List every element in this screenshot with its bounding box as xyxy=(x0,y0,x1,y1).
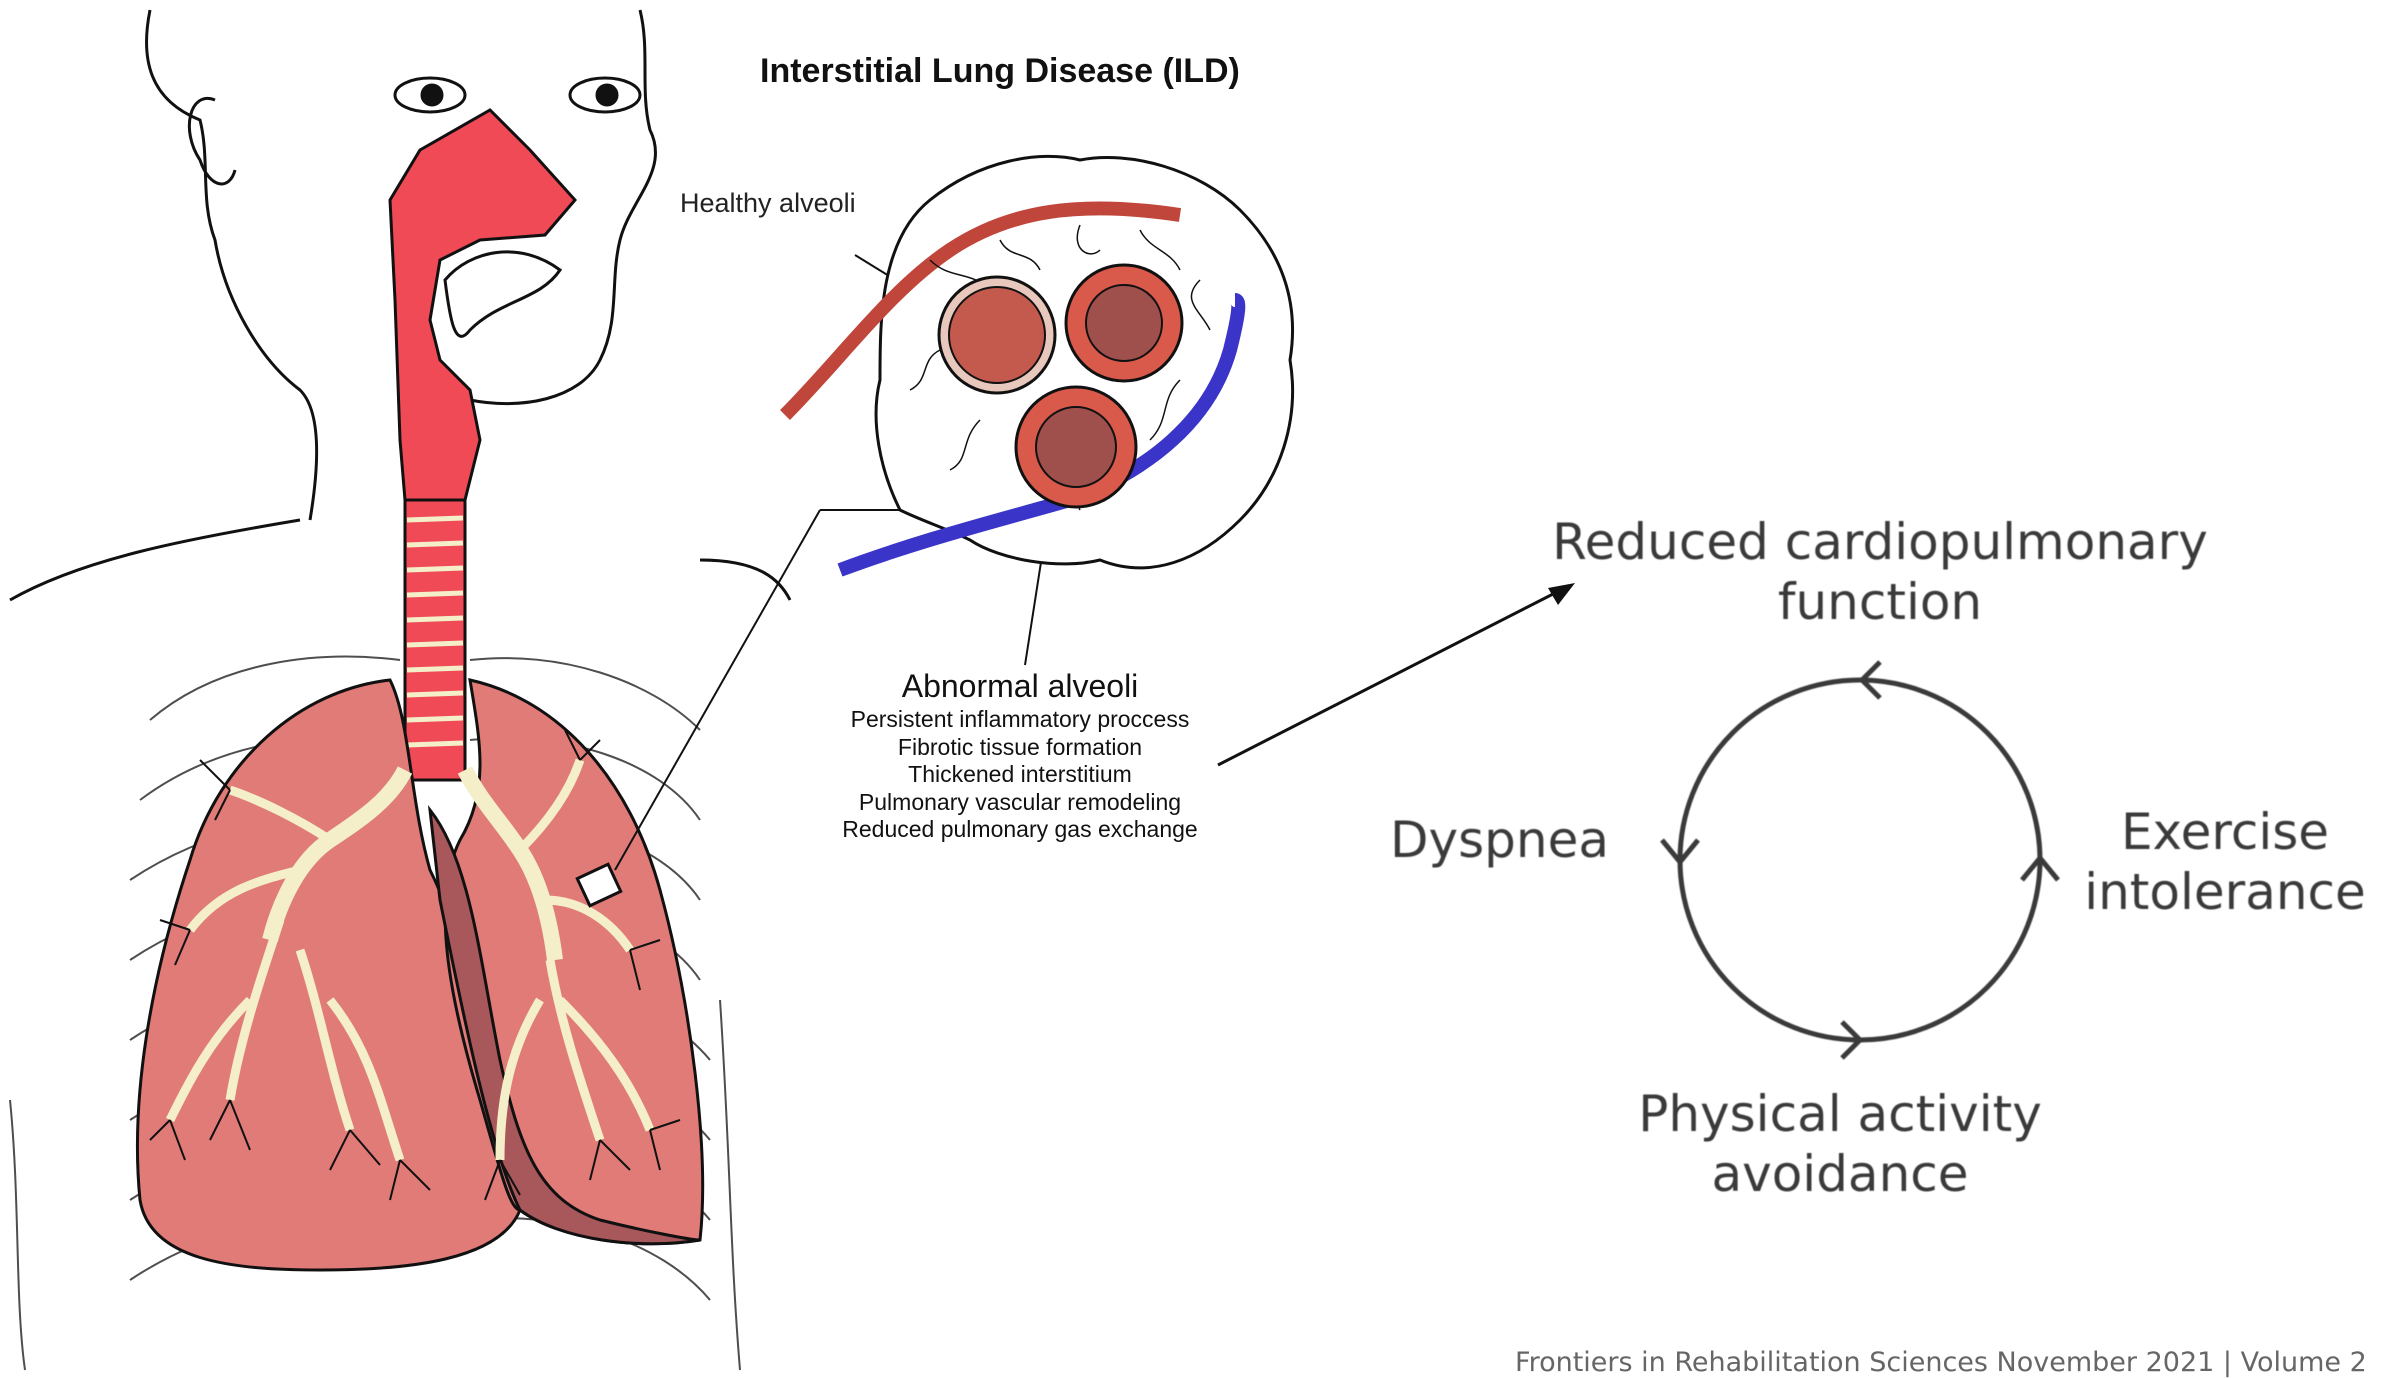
healthy-alveolus xyxy=(939,277,1055,393)
abnormal-alveoli-label: Abnormal alveoli xyxy=(810,668,1230,705)
alveoli-cluster xyxy=(785,156,1293,570)
abnormal-feature: Reduced pulmonary gas exchange xyxy=(790,816,1250,844)
cycle-label-top: Reduced cardiopulmonary function xyxy=(1500,512,2260,632)
cycle-label-bottom: Physical activity avoidance xyxy=(1560,1084,2120,1204)
abnormal-alveolus-1 xyxy=(1066,265,1182,381)
healthy-alveoli-label: Healthy alveoli xyxy=(680,188,856,219)
airway xyxy=(390,110,575,780)
abnormal-feature: Pulmonary vascular remodeling xyxy=(790,789,1250,817)
abnormal-feature: Thickened interstitium xyxy=(790,761,1250,789)
abnormal-features-list: Persistent inflammatory proccess Fibroti… xyxy=(790,706,1250,844)
cycle-diagram xyxy=(1662,662,2058,1058)
figure-title: Interstitial Lung Disease (ILD) xyxy=(760,52,1240,91)
abnormal-alveolus-2 xyxy=(1016,387,1136,507)
abnormal-feature: Persistent inflammatory proccess xyxy=(790,706,1250,734)
cycle-circle xyxy=(1680,680,2040,1040)
journal-footer: Frontiers in Rehabilitation Sciences Nov… xyxy=(1515,1347,2367,1378)
cycle-label-left: Dyspnea xyxy=(1390,810,1660,870)
eyes xyxy=(395,78,640,112)
abnormal-feature: Fibrotic tissue formation xyxy=(790,734,1250,762)
cycle-label-right: Exercise intolerance xyxy=(2060,802,2384,922)
